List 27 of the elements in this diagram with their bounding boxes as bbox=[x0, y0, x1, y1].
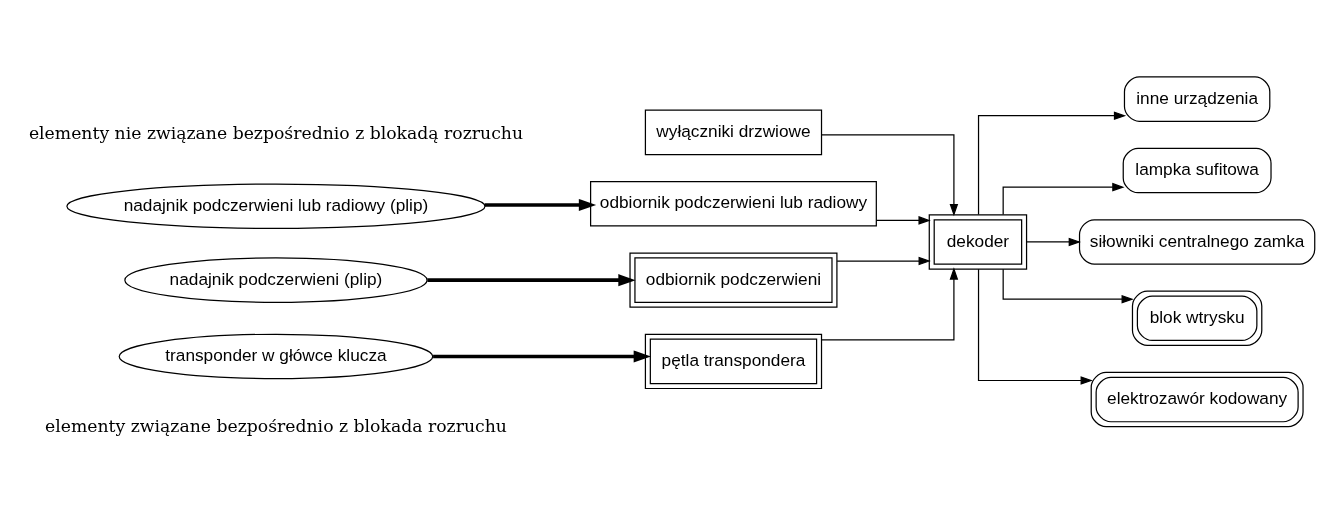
node-box: inne urządzenia bbox=[1123, 75, 1271, 122]
node-box: odbiornik podczerwieni bbox=[629, 251, 838, 308]
arrow bbox=[977, 268, 1093, 385]
node-box: elektrozawór kodowany bbox=[1090, 371, 1304, 427]
arrow bbox=[427, 273, 636, 286]
node-box: wyłączniki drzwiowe bbox=[644, 109, 823, 155]
node-box: lampka sufitowa bbox=[1122, 147, 1272, 193]
arrow bbox=[1002, 268, 1134, 304]
arrow bbox=[820, 133, 959, 216]
node-box: blok wtrysku bbox=[1131, 290, 1263, 346]
node-box: dekoder bbox=[928, 213, 1028, 270]
arrow bbox=[820, 266, 959, 340]
node-ellipse: nadajnik podczerwieni (plip) bbox=[124, 256, 428, 303]
arrow bbox=[875, 215, 931, 225]
arrow bbox=[484, 198, 597, 211]
node-ellipse: transponder w główce klucza bbox=[118, 333, 434, 379]
arrow bbox=[433, 349, 651, 363]
node-box: siłowniki centralnego zamka bbox=[1078, 218, 1316, 265]
arrow bbox=[1025, 237, 1081, 246]
arrow bbox=[1002, 182, 1125, 215]
node-box: odbiornik podczerwieni lub radiowy bbox=[590, 180, 877, 227]
arrow bbox=[977, 110, 1127, 215]
node-ellipse: nadajnik podczerwieni lub radiowy (plip) bbox=[66, 182, 486, 229]
arrow bbox=[836, 256, 931, 265]
label: elementy nie związane bezpośrednio z blokadą rozruchu bbox=[28, 122, 524, 143]
node-box: pętla transpondera bbox=[644, 333, 823, 389]
label: elementy związane bezpośrednio z blokada rozruchu bbox=[45, 415, 507, 436]
